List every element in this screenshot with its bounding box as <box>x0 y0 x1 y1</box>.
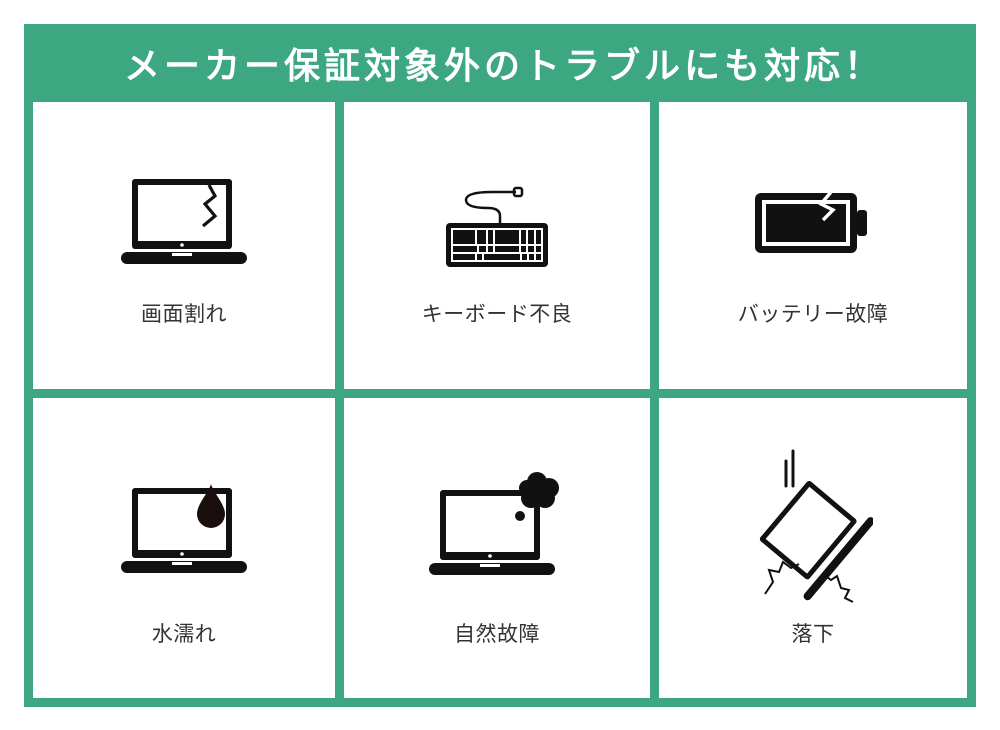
item-label: キーボード不良 <box>421 302 573 326</box>
item-label: バッテリー故障 <box>737 302 889 326</box>
falling-laptop-icon <box>759 449 873 603</box>
page-title: メーカー保証対象外のトラブルにも対応！ <box>123 46 884 87</box>
item-drop-damage: 落下 <box>659 398 967 698</box>
item-label: 落下 <box>791 622 835 646</box>
item-natural-failure: 自然故障 <box>344 398 650 698</box>
item-label: 水濡れ <box>151 622 217 646</box>
laptop-water-drop-icon <box>121 484 247 573</box>
item-screen-crack: 画面割れ <box>33 102 335 389</box>
item-keyboard-failure: キーボード不良 <box>344 102 650 389</box>
cracked-laptop-screen-icon <box>121 179 247 264</box>
item-battery-failure: バッテリー故障 <box>659 102 967 389</box>
trouble-panel: メーカー保証対象外のトラブルにも対応！ 画面割れ <box>24 24 976 707</box>
item-label: 画面割れ <box>141 302 227 326</box>
laptop-smoke-icon <box>429 472 559 575</box>
item-water-damage: 水濡れ <box>33 398 335 698</box>
item-label: 自然故障 <box>454 622 540 646</box>
keyboard-icon <box>446 186 548 267</box>
cracked-battery-icon <box>755 190 867 253</box>
